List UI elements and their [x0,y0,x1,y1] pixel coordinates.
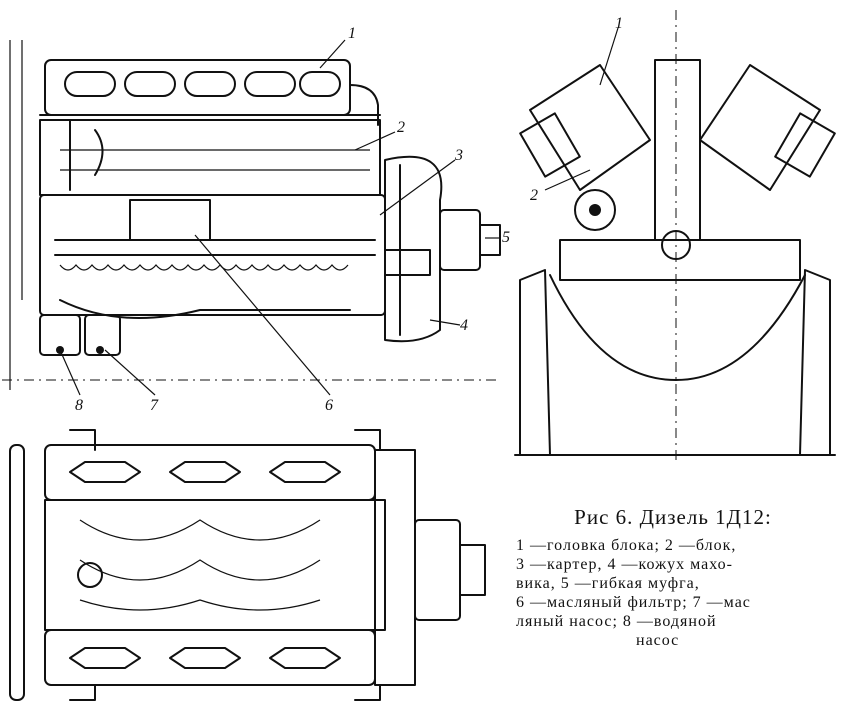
engine-block [39,119,381,196]
side-callout-5: 5 [502,229,510,246]
side-callout-1: 1 [348,25,356,42]
side-view: 1 2 3 4 5 6 7 8 [2,25,510,414]
caption-line: 3 —картер, 4 —кожух махо- [516,556,733,573]
side-callout-7: 7 [150,397,159,414]
top-view [9,429,486,701]
side-callout-2: 2 [397,119,405,136]
side-callout-6: 6 [325,397,333,414]
caption-body: 1 —головка блока; 2 —блок, 3 —картер, 4 … [508,536,838,650]
caption-line: 1 —головка блока; 2 —блок, [516,537,737,554]
flywheel-housing [384,155,443,343]
end-callout-1: 1 [615,15,623,32]
end-view: 1 2 [514,10,836,460]
caption-line: 6 —масляный фильтр; 7 —мас [516,594,751,611]
caption-line: насос [636,632,680,649]
figure-caption: Рис 6. Дизель 1Д12: 1 —головка блока; 2 … [508,505,838,650]
caption-line: вика, 5 —гибкая муфга, [516,575,700,592]
pumps [39,314,121,356]
cylinder-head [39,59,381,126]
side-callout-8: 8 [75,397,83,414]
end-callout-2: 2 [530,187,538,204]
side-callout-3: 3 [454,147,463,164]
caption-title: Рис 6. Дизель 1Д12: [574,505,772,529]
flexible-coupling [439,209,501,271]
caption-line: ляный насос; 8 —водяной [516,613,717,630]
side-callout-4: 4 [460,317,468,334]
